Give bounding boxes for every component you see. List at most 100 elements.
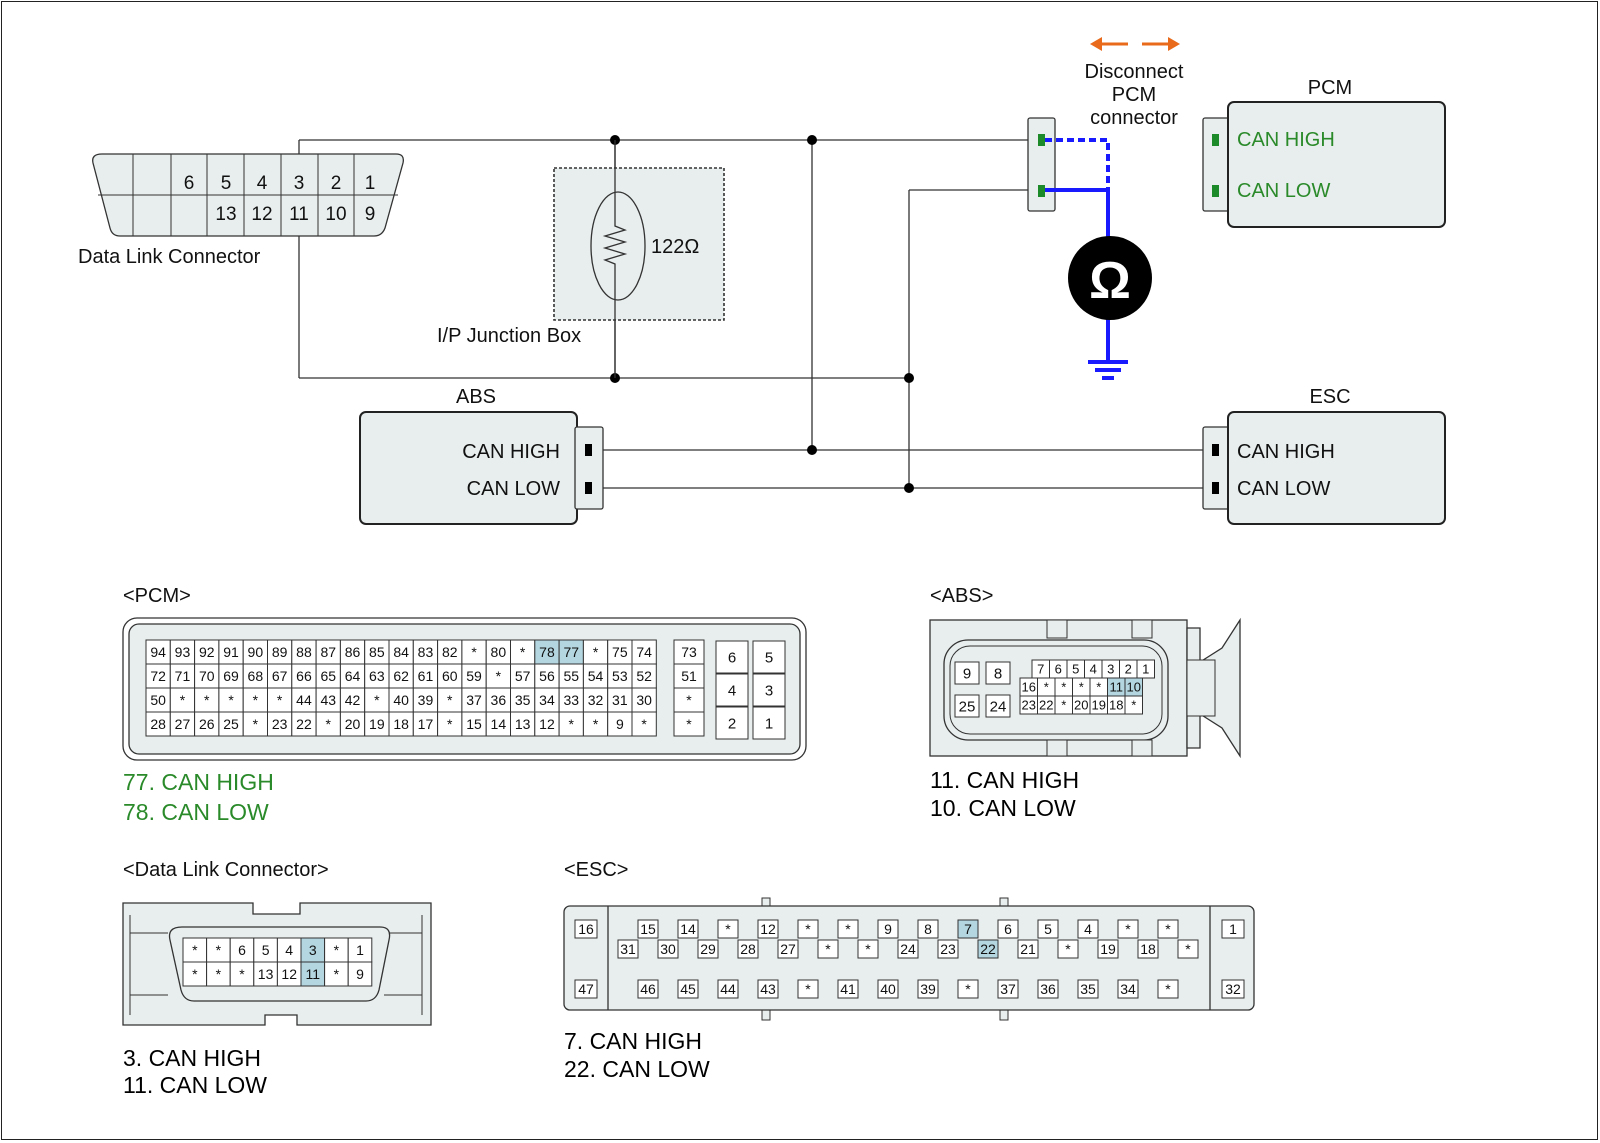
pin-label: *: [326, 716, 332, 732]
pin-cell: 33: [558, 687, 584, 713]
pin-label: *: [192, 966, 198, 982]
pin-cell: 43: [757, 979, 779, 999]
pin-label: 2: [1125, 662, 1132, 677]
pin-cell: 5: [1066, 659, 1085, 679]
pin-label: *: [825, 941, 831, 957]
pin-label: 59: [466, 668, 482, 684]
dlc-pin-label: 13: [215, 204, 236, 225]
pin-label: *: [805, 921, 811, 937]
pin-label: 37: [1000, 981, 1016, 997]
pin-label: 22: [1039, 698, 1053, 713]
pin-label: 37: [466, 692, 482, 708]
pin-label: 51: [681, 668, 697, 684]
pin-cell: 6: [997, 919, 1019, 939]
pin-label: *: [865, 941, 871, 957]
pin-label: 61: [418, 668, 434, 684]
pin-label: *: [447, 692, 453, 708]
pin-label: 86: [345, 644, 361, 660]
pin-label: 24: [990, 698, 1007, 715]
pin-label: 18: [393, 716, 409, 732]
pin-label: 1: [1142, 662, 1149, 677]
ohmmeter-icon: Ω: [1068, 236, 1152, 320]
pin-label: 91: [223, 644, 239, 660]
pin-cell: 12: [757, 919, 779, 939]
pin-label: *: [1061, 680, 1066, 695]
pin-label: 89: [272, 644, 288, 660]
pin-label: 9: [616, 716, 624, 732]
pin-cell: 40: [877, 979, 899, 999]
pin-label: 70: [199, 668, 215, 684]
pin-cell: 29: [697, 939, 719, 959]
pin-label: 11: [1110, 680, 1124, 695]
pin-cell: 9: [347, 961, 373, 987]
pin-cell: 37: [997, 979, 1019, 999]
disconnect-arrows: [1090, 37, 1180, 51]
dlc-pin-label: 1: [365, 173, 376, 194]
pin-cell: 85: [364, 639, 390, 665]
pin-label: *: [204, 692, 210, 708]
pin-cell-unused: *: [169, 687, 196, 713]
pin-label: 5: [1044, 921, 1052, 937]
pin-label: *: [1061, 698, 1066, 713]
pin-cell: 84: [388, 639, 414, 665]
pin-cell: 2: [715, 706, 749, 740]
pin-cell: 92: [194, 639, 220, 665]
pin-cell-unused: *: [242, 711, 268, 737]
pin-cell: 57: [510, 663, 536, 689]
pin-cell: 11: [300, 961, 326, 987]
pin-cell-unused: *: [1124, 695, 1143, 715]
pin-cell-unused: *: [229, 961, 255, 987]
pin-label: *: [593, 644, 599, 660]
pin-cell: 88: [291, 639, 317, 665]
pin-label: 19: [1100, 941, 1116, 957]
disconnect-note-line2: PCM: [1112, 84, 1156, 106]
esc-note-low: 22. CAN LOW: [564, 1056, 710, 1082]
pin-cell: 6: [1049, 659, 1068, 679]
pin-cell-unused: *: [1057, 939, 1079, 959]
pin-cell: 22: [977, 939, 999, 959]
pin-cell: 52: [631, 663, 657, 689]
pin-cell: 66: [291, 663, 317, 689]
pin-cell: 80: [485, 639, 512, 665]
pin-label: 68: [248, 668, 264, 684]
pin-label: 71: [175, 668, 191, 684]
pin-cell: 3: [300, 937, 326, 963]
pin-label: 28: [150, 716, 166, 732]
pin-cell: 12: [534, 711, 560, 737]
pin-label: 3: [309, 942, 317, 958]
pin-cell: 5: [752, 640, 786, 674]
pin-cell: 23: [267, 711, 293, 737]
pin-cell: 4: [276, 937, 302, 963]
pin-cell-unused: *: [1157, 979, 1179, 999]
pin-cell-unused: *: [324, 961, 349, 987]
pin-label: *: [192, 942, 198, 958]
pin-label: 84: [393, 644, 409, 660]
pin-cell: 13: [253, 961, 278, 987]
pin-cell: 42: [339, 687, 366, 713]
pin-label: 8: [924, 921, 932, 937]
pin-label: 3: [1107, 662, 1114, 677]
pin-label: 34: [539, 692, 555, 708]
pin-cell: 10: [1124, 677, 1143, 697]
pcm-harness-connector: [1027, 117, 1056, 212]
pin-cell: 4: [1084, 659, 1103, 679]
dlc-pin-label: 6: [184, 173, 195, 194]
pin-label: *: [1165, 981, 1171, 997]
pin-label: *: [216, 942, 222, 958]
pin-label: 19: [369, 716, 385, 732]
esc-note-high: 7. CAN HIGH: [564, 1028, 702, 1054]
pin-cell-unused: *: [218, 687, 244, 713]
pin-cell: 3: [1101, 659, 1120, 679]
abs-connector-title: <ABS>: [930, 585, 993, 607]
pin-label: 22: [296, 716, 312, 732]
pin-cell: 74: [631, 639, 657, 665]
pin-cell: 70: [194, 663, 220, 689]
pin-cell: 34: [534, 687, 560, 713]
pin-label: 83: [418, 644, 434, 660]
pin-label: 14: [491, 716, 507, 732]
pin-cell: 11: [1107, 677, 1126, 697]
pin-label: 30: [660, 941, 676, 957]
pcm-connector-title: <PCM>: [123, 585, 191, 607]
